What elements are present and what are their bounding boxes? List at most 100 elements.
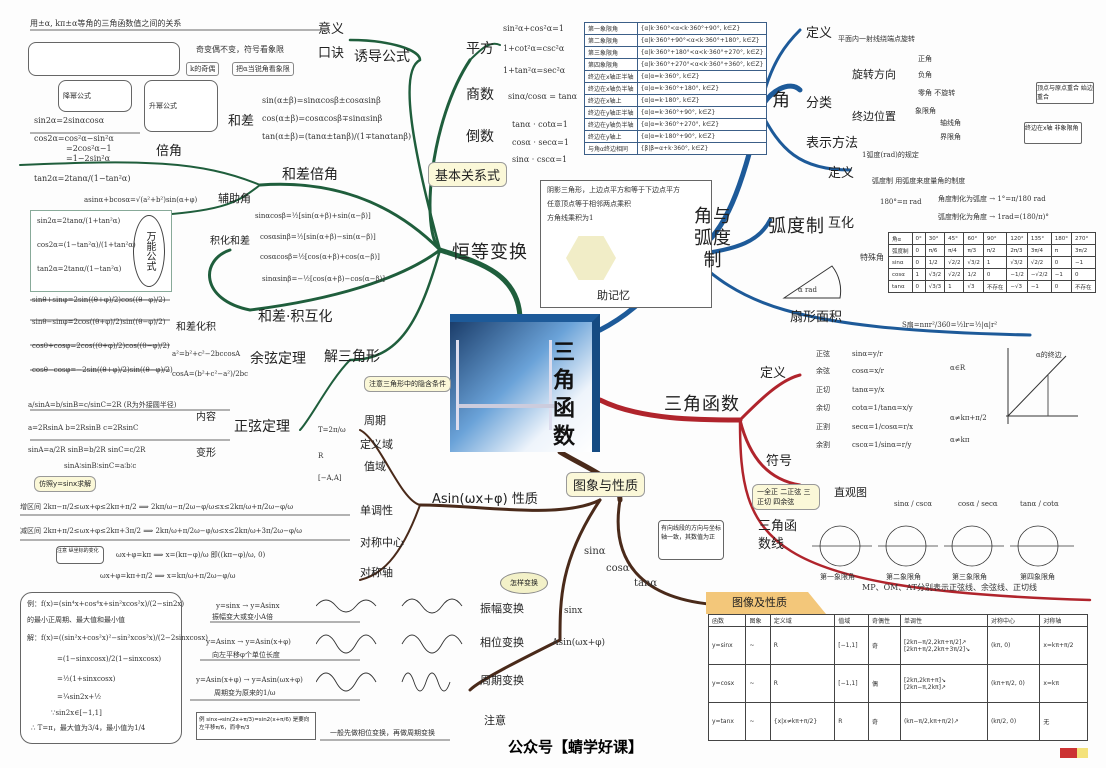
cell: 第三象限角 [584,46,638,59]
formula: cos(α±β)=cosαcosβ∓sinαsinβ [262,114,383,123]
topic-graph-properties[interactable]: 图象与性质 [566,472,646,497]
example-line: ∴ T=π，最大值为3/4，最小值为1/4 [31,724,146,732]
node-auxiliary-angle[interactable]: 辅助角 [218,192,251,205]
cell: 终边在x轴负半轴 [584,82,638,95]
table-row: y=cosx~R[−1,1]偶[2kπ,2kπ+π]↘ [2kπ−π,2kπ]↗… [707,664,1088,703]
cell: {α|k·360°+180°<α<k·360°+270°, k∈Z} [636,46,768,59]
node-cosine-law[interactable]: 余弦定理 [250,351,306,367]
func-sin[interactable]: sinα [584,546,606,557]
cell: 1/2 [963,268,984,281]
rule: y=Asin(x+φ) → y=Asin(ωx+φ) [196,676,303,684]
node-product-to-sum[interactable]: 积化和差 [210,236,250,247]
node-period-transform[interactable]: 周期变换 [480,674,524,687]
table-header: 函数图象定义域值域奇偶性单调性对称中心对称轴 [707,614,1088,627]
node-angle[interactable]: 角 [772,90,791,111]
cell: 270° [1071,232,1096,245]
cell: 120° [1006,232,1028,245]
node-phase-transform[interactable]: 相位变换 [480,636,524,649]
node-domain[interactable]: 定义域 [360,438,393,451]
formula: sinα · cscα=1 [512,155,568,164]
universal-label: 万能公式 [133,215,165,287]
node-radian[interactable]: 弧度制 [768,216,825,237]
note-text: 顶点与原点重合 始边重合 [1037,85,1093,101]
node-amplitude-transform[interactable]: 振幅变换 [480,602,524,615]
node-rotation-direction[interactable]: 旋转方向 [852,68,896,81]
node-trig-lines[interactable]: 三角函数线 [758,519,798,552]
cell: ~ [745,702,771,741]
node-symmetry-center[interactable]: 对称中心 [360,536,404,549]
cell: 图象 [745,614,771,627]
table-row: 终边在y轴正半轴{α|α=k·360°+90°, k∈Z} [584,106,768,119]
node-square[interactable]: 平方 [466,41,494,57]
formula: cosαcosβ=½[cos(α+β)+cos(α−β)] [260,253,380,261]
topic-trig-functions[interactable]: 三角函数 [664,394,740,415]
domain-condition: α∈R [950,364,966,372]
topic-angle-radian[interactable]: 角与弧度制 [694,206,732,271]
note-basic-relations[interactable]: 基本关系式 [428,162,508,187]
quadrant-angle-table: 第一象限角{α|k·360°<α<k·360°+90°, k∈Z} 第二象限角{… [584,22,768,155]
cell: 1 [944,280,965,293]
node-induction-formula[interactable]: 诱导公式 [354,49,410,65]
node-sum-to-product[interactable]: 和差化积 [176,322,216,333]
node-product-sum[interactable]: 和差·积互化 [258,309,333,325]
node-quotient[interactable]: 商数 [466,87,494,103]
table-row: 第四象限角{α|k·360°+270°<α<k·360°+360°, k∈Z} [584,58,768,71]
node-meaning[interactable]: 意义 [318,22,345,37]
node-mnemonic[interactable]: 口诀 [318,46,345,61]
func-name: 余弦 [816,367,830,375]
central-topic[interactable]: 三角函数 [450,314,600,452]
node-sector-area[interactable]: 扇形面积 [790,310,843,325]
node-asin-properties[interactable]: Asin(ωx+φ) 性质 [432,492,538,507]
node-sum-diff-double[interactable]: 和差倍角 [282,167,338,183]
func-tan[interactable]: tanα [634,578,658,589]
node-sign[interactable]: 符号 [766,454,793,469]
node-reciprocal[interactable]: 倒数 [466,129,494,145]
node-conversion[interactable]: 互化 [828,216,855,231]
central-title: 三角函数 [549,340,575,452]
formula: cotα=1/tanα=x/y [852,404,913,412]
cell: 函数 [707,614,747,627]
topic-identity-transform[interactable]: 恒等变换 [452,242,528,263]
node-content[interactable]: 内容 [196,412,216,423]
mnemonic-text: 奇变偶不变，符号看象限 [196,45,284,54]
node-symmetry-axis[interactable]: 对称轴 [360,566,393,579]
cell: {x|x≠kπ+π/2} [769,702,836,741]
node-period[interactable]: 周期 [364,414,386,427]
value: T=2π/ω [318,426,346,434]
cell: √2/2 [1026,256,1052,269]
sign-chart-caption: tanα / cotα [1020,500,1059,508]
domain-condition: α≠kπ+π/2 [950,414,987,422]
node-sine-law[interactable]: 正弦定理 [234,419,290,435]
node-angle-definition[interactable]: 定义 [806,26,833,41]
node-sign-chart[interactable]: 直观图 [834,486,867,499]
definition-text: 1弧度(rad)的规定 [862,151,919,159]
formula: asinα+bcosα=√(a²+b²)sin(α+φ) [84,196,198,204]
node-range[interactable]: 值域 [364,460,386,473]
table-row: 第三象限角{α|k·360°+180°<α<k·360°+270°, k∈Z} [584,46,768,59]
note-sign-rule: 一全正 二正弦 三正切 四余弦 [752,484,820,510]
table-row: 第二象限角{α|k·360°+90°<α<k·360°+180°, k∈Z} [584,34,768,47]
node-double-angle[interactable]: 倍角 [156,144,183,159]
node-terminal-position[interactable]: 终边位置 [852,110,896,123]
node-variant[interactable]: 变形 [196,448,216,459]
node-special-angles[interactable]: 特殊角 [860,253,884,262]
node-classification[interactable]: 分类 [806,96,833,111]
node-representation[interactable]: 表示方法 [806,136,859,151]
formula: tan2α=2tanα/(1−tan²α) [37,265,122,273]
value: R [318,452,324,460]
sector-label: α rad [798,286,817,294]
formula: sinα=y/r [852,350,883,358]
node-sum-diff[interactable]: 和差 [228,114,255,129]
cell: 30° [924,232,946,245]
node-trig-definition[interactable]: 定义 [760,366,787,381]
formula: sinθ+sinφ=2sin((θ+φ)/2)cos((θ−φ)/2) [32,296,166,304]
cell: tanα [888,280,913,293]
sector-diagram-icon [782,265,842,299]
func-cos[interactable]: cosα [606,563,630,574]
node-monotonicity[interactable]: 单调性 [360,504,393,517]
node-radian-definition[interactable]: 定义 [828,166,855,181]
node-solve-triangle[interactable]: 解三角形 [324,349,380,365]
node-caution[interactable]: 注意 [484,714,506,727]
transform-from: sinx [564,606,583,616]
